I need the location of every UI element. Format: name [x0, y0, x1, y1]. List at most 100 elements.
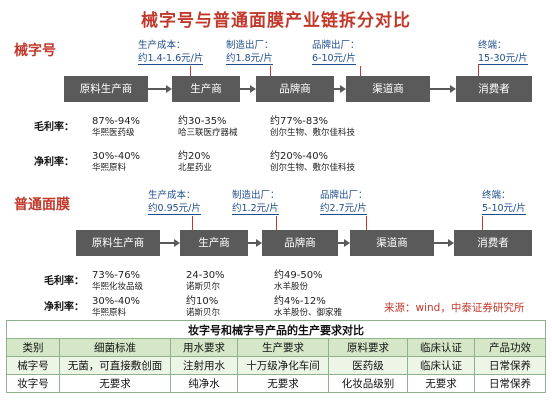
chain-node-consumer: 消费者 — [456, 76, 532, 102]
prod-cost-label: 生产成本： — [138, 40, 186, 51]
table-header-cell: 类别 — [6, 338, 60, 357]
table-header-cell: 原料要求 — [328, 338, 408, 357]
connector-line — [192, 216, 193, 230]
flow-arrow — [160, 239, 180, 247]
chain-node-brand: 品牌商 — [256, 76, 334, 102]
factory-price-value: 约1.8元/片 — [226, 53, 273, 65]
table-cell: 十万级净化车间 — [237, 356, 329, 375]
net-margin-value: 30%-40% — [92, 296, 141, 307]
brand-price-value: 约2.7元/片 — [320, 203, 367, 215]
table-cell: 无要求 — [237, 374, 329, 393]
flow-arrow — [334, 85, 346, 93]
table-header-cell: 用水要求 — [170, 338, 238, 357]
prod-cost-value: 约0.95元/片 — [148, 203, 201, 215]
prod-cost-label: 生产成本： — [148, 190, 196, 201]
net-margin-value: 约20% — [178, 151, 211, 162]
gross-margin-label: 毛利率： — [44, 276, 84, 287]
connector-line — [360, 66, 361, 76]
table-cell: 医药级 — [328, 356, 408, 375]
flow-arrow — [430, 85, 456, 93]
factory-price-label: 制造出厂： — [232, 190, 280, 201]
gross-margin-company: 创尔生物、敷尔佳科技 — [270, 128, 356, 138]
retail-price-value: 15-30元/片 — [478, 53, 528, 65]
connector-line — [478, 64, 479, 76]
table-row: 妆字号 无要求 纯净水 无要求 化妆品级别 无要求 日常保养 — [6, 374, 546, 393]
net-margin-company: 华熙原料 — [92, 163, 127, 173]
table-header-cell: 生产要求 — [237, 338, 329, 357]
retail-price-label: 终端： — [478, 40, 507, 51]
net-margin-company: 诺斯贝尔 — [186, 308, 221, 318]
chain-node-channel: 渠道商 — [346, 76, 430, 102]
table-cell: 械字号 — [6, 356, 60, 375]
brand-price-label: 品牌出厂： — [320, 190, 368, 201]
chain-node-brand: 品牌商 — [262, 230, 338, 256]
table-header-cell: 临床认证 — [407, 338, 475, 357]
net-margin-label: 净利率： — [34, 157, 74, 168]
factory-price-value: 约1.2元/片 — [232, 203, 279, 215]
comparison-table: 妆字号和械字号产品的生产要求对比 类别 细菌标准 用水要求 生产要求 原料要求 … — [6, 320, 546, 393]
net-margin-value: 约20%-40% — [270, 151, 329, 162]
net-margin-company: 北星药业 — [178, 163, 213, 173]
chain-node-raw-material: 原料生产商 — [76, 230, 160, 256]
connector-line — [190, 66, 191, 76]
table-cell: 无要求 — [59, 374, 171, 393]
table-header-cell: 细菌标准 — [59, 338, 171, 357]
chain-node-channel: 渠道商 — [350, 230, 434, 256]
chain-node-consumer: 消费者 — [454, 230, 532, 256]
flow-arrow — [240, 85, 256, 93]
gross-margin-company: 诺斯贝尔 — [186, 282, 221, 292]
gross-margin-value: 87%-94% — [92, 116, 141, 127]
gross-margin-company: 华熙化妆品级 — [92, 282, 144, 292]
net-margin-value: 约4%-12% — [274, 296, 326, 307]
gross-margin-company: 水羊股份 — [274, 282, 309, 292]
net-margin-label: 净利率： — [44, 302, 84, 313]
gross-margin-value: 24-30% — [186, 270, 225, 281]
table-cell: 纯净水 — [170, 374, 238, 393]
table-cell: 妆字号 — [6, 374, 60, 393]
table-cell: 注射用水 — [170, 356, 238, 375]
chain-node-raw-material: 原料生产商 — [64, 76, 148, 102]
section-title-medical: 械字号 — [14, 43, 56, 59]
table-cell: 临床认证 — [407, 356, 475, 375]
chain-node-manufacturer: 生产商 — [180, 230, 248, 256]
table-cell: 化妆品级别 — [328, 374, 408, 393]
gross-margin-label: 毛利率： — [34, 122, 74, 133]
factory-price-label: 制造出厂： — [226, 40, 274, 51]
net-margin-company: 创尔生物、敷尔佳科技 — [270, 163, 356, 173]
prod-cost-value: 约1.4-1.6元/片 — [138, 53, 204, 65]
gross-margin-value: 73%-76% — [92, 270, 141, 281]
table-header-cell: 产品功效 — [474, 338, 546, 357]
flow-arrow — [338, 239, 350, 247]
flow-arrow — [148, 85, 172, 93]
gross-margin-company: 华熙医药级 — [92, 128, 135, 138]
connector-line — [482, 216, 483, 230]
brand-price-label: 品牌出厂： — [312, 40, 360, 51]
net-margin-company: 华熙原料 — [92, 308, 127, 318]
table-caption: 妆字号和械字号产品的生产要求对比 — [6, 320, 546, 339]
table-cell: 日常保养 — [474, 356, 546, 375]
page-title: 械字号与普通面膜产业链拆分对比 — [141, 11, 411, 31]
chain-node-manufacturer: 生产商 — [172, 76, 240, 102]
connector-line — [366, 216, 367, 230]
connector-line — [276, 216, 277, 230]
flow-arrow — [248, 239, 262, 247]
gross-margin-value: 约49-50% — [274, 270, 323, 281]
net-margin-value: 约10% — [186, 296, 219, 307]
flow-arrow — [434, 239, 454, 247]
brand-price-value: 6-10元/片 — [312, 53, 356, 65]
gross-margin-value: 约77%-83% — [270, 116, 329, 127]
table-row: 械字号 无菌，可直接敷创面 注射用水 十万级净化车间 医药级 临床认证 日常保养 — [6, 356, 546, 375]
table-cell: 日常保养 — [474, 374, 546, 393]
gross-margin-company: 哈三联医疗器械 — [178, 128, 238, 138]
gross-margin-value: 约30-35% — [178, 116, 227, 127]
connector-line — [270, 66, 271, 76]
table-cell: 无菌，可直接敷创面 — [59, 356, 171, 375]
source-note: 来源：wind，中泰证券研究所 — [384, 302, 525, 314]
retail-price-label: 终端： — [482, 190, 511, 201]
retail-price-value: 5-10元/片 — [482, 203, 526, 215]
table-cell: 无要求 — [407, 374, 475, 393]
net-margin-company: 水羊股份、御家雅 — [274, 308, 343, 318]
table-header-row: 类别 细菌标准 用水要求 生产要求 原料要求 临床认证 产品功效 — [6, 338, 546, 357]
net-margin-value: 30%-40% — [92, 151, 141, 162]
section-title-regular: 普通面膜 — [14, 197, 70, 213]
